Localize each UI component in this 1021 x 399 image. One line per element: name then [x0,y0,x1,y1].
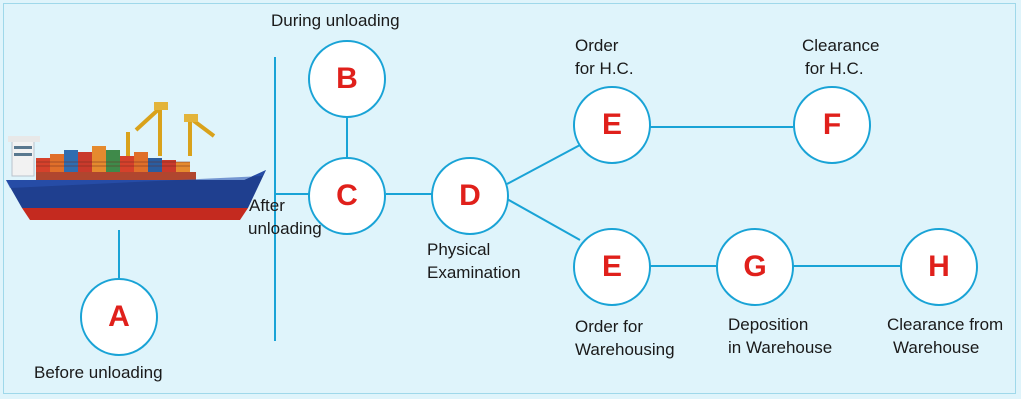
label-e-hc-line1: Order [575,36,619,55]
node-e-hc: E [573,86,651,164]
label-c-line2: unloading [248,219,322,238]
node-e-hc-letter: E [601,108,622,141]
label-e-warehousing-line2: Warehousing [575,340,675,359]
node-b-letter: B [336,62,358,95]
node-b: B [308,40,386,118]
label-d: Physical Examination [427,238,521,284]
node-g: G [716,228,794,306]
label-a: Before unloading [34,363,163,382]
node-d: D [431,157,509,235]
node-f: F [793,86,871,164]
node-f-letter: F [822,108,842,141]
label-h: Clearance from Warehouse [887,313,1003,359]
label-e-hc: Order for H.C. [575,34,634,80]
node-a: A [80,278,158,356]
node-g-letter: G [743,250,767,283]
node-e-warehousing-letter: E [601,250,622,283]
d-to-e2-line [506,198,581,241]
label-h-line1: Clearance from [887,315,1004,334]
node-c-letter: C [336,179,358,212]
label-d-line2: Examination [427,263,521,282]
label-c: After unloading [248,194,322,240]
label-g: Deposition in Warehouse [728,313,832,359]
label-f-line2: for H.C. [805,59,864,78]
label-d-line1: Physical [427,240,491,259]
node-h-letter: H [928,250,950,283]
label-e-hc-line2: for H.C. [575,59,634,78]
label-c-line1: After [249,196,285,215]
node-d-letter: D [459,179,481,212]
node-c: C [308,157,386,235]
label-e-warehousing-line1: Order for [575,317,644,336]
label-g-line1: Deposition [728,315,809,334]
label-b: During unloading [271,11,400,30]
node-h: H [900,228,978,306]
node-e-warehousing: E [573,228,651,306]
label-g-line2: in Warehouse [728,338,833,357]
node-a-letter: A [108,300,130,333]
label-h-line2: Warehouse [893,338,980,357]
d-to-e1-line [506,144,581,185]
diagram-frame [3,3,1016,394]
cargo-ship-icon [6,102,266,220]
label-f: Clearance for H.C. [802,34,880,80]
label-f-line1: Clearance [802,36,880,55]
label-e-warehousing: Order for Warehousing [575,315,675,361]
